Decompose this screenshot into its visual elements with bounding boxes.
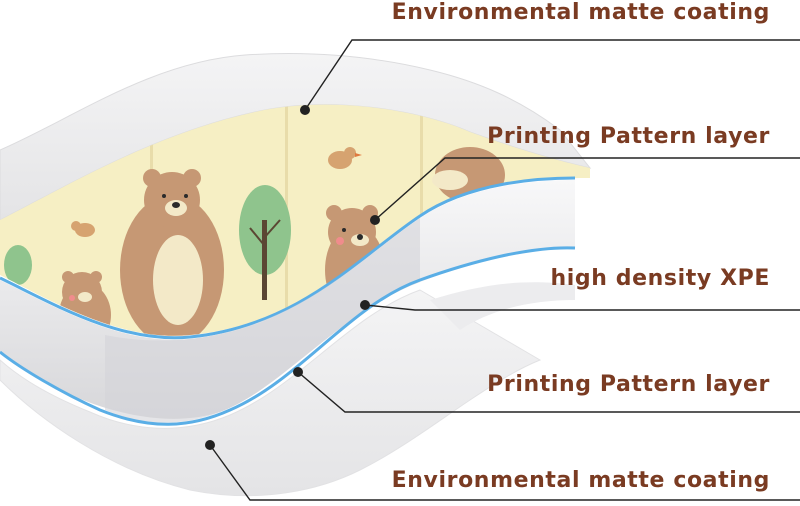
label-core: high density XPE — [550, 266, 770, 291]
bottom-coating-sheet — [0, 289, 542, 497]
xpe-core-front — [105, 218, 420, 423]
leader-core — [364, 304, 800, 311]
marker-dot — [360, 300, 370, 310]
label-top-coating: Environmental matte coating — [391, 0, 770, 25]
marker-dot — [370, 215, 380, 225]
marker-dot — [293, 367, 303, 377]
leader-top-coating — [304, 39, 800, 111]
label-bottom-print: Printing Pattern layer — [487, 372, 770, 397]
marker-dot — [205, 440, 215, 450]
bird-illustration — [328, 147, 362, 169]
small-tree-illustration — [4, 245, 32, 285]
marker-dot — [300, 105, 310, 115]
bottom-blue-edge — [0, 246, 576, 426]
leader-top-print — [374, 157, 800, 221]
tree-illustration — [239, 185, 291, 300]
leader-lines — [209, 39, 800, 501]
leader-bottom-print — [297, 371, 800, 413]
bear-illustration — [120, 169, 224, 336]
bird-illustration-2 — [71, 221, 95, 237]
top-blue-edge — [0, 176, 576, 340]
leader-bottom-coating — [209, 444, 800, 501]
label-bottom-coating: Environmental matte coating — [391, 468, 770, 493]
label-top-print: Printing Pattern layer — [487, 124, 770, 149]
